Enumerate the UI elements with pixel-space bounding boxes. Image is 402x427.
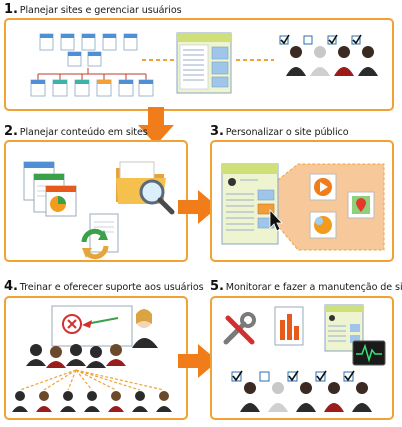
flow-arrow-right-1	[178, 190, 218, 224]
step-3-title: Personalizar o site público	[225, 127, 349, 138]
site-hierarchy-icon	[30, 33, 154, 97]
site-page-icon	[176, 32, 232, 94]
step-4-panel	[4, 296, 188, 420]
step-4-heading: 4.Treinar e oferecer suporte aos usuário…	[4, 279, 204, 294]
step-1-title: Planejar sites e gerenciar usuários	[19, 5, 182, 16]
bar-chart-icon	[274, 306, 304, 346]
dashed-connector	[142, 59, 176, 61]
flow-arrow-down	[138, 107, 174, 145]
user-checkbox-icon	[279, 34, 378, 76]
documents-icon	[23, 161, 77, 217]
step-2-number: 2.	[4, 124, 18, 139]
step-2-title: Planejar conteúdo em sites	[19, 127, 148, 138]
step-5-number: 5.	[210, 279, 224, 294]
folder-search-icon	[116, 161, 175, 215]
step-3-number: 3.	[210, 124, 224, 139]
step-2-panel	[4, 140, 188, 262]
step-1-panel	[4, 18, 394, 111]
step-5-title: Monitorar e fazer a manutenção de sites	[225, 282, 402, 293]
step-3-panel	[210, 140, 394, 262]
audience-icon	[12, 344, 172, 412]
step-4-title: Treinar e oferecer suporte aos usuários	[19, 282, 204, 293]
flow-arrow-right-2	[178, 344, 218, 378]
step-1-heading: 1.Planejar sites e gerenciar usuários	[4, 2, 182, 17]
refresh-document-icon	[81, 213, 119, 260]
step-3-heading: 3.Personalizar o site público	[210, 124, 349, 139]
step-5-panel	[210, 296, 394, 420]
map-pin-icon	[356, 198, 366, 212]
tools-icon	[223, 312, 256, 345]
webpage-cursor-icon	[221, 163, 385, 251]
dashed-connector-2	[236, 59, 274, 61]
trainer-icon	[51, 305, 158, 348]
step-4-number: 4.	[4, 279, 18, 294]
monitor-icon	[352, 340, 386, 366]
user-checkbox-icon-2	[231, 370, 372, 412]
step-2-heading: 2.Planejar conteúdo em sites	[4, 124, 148, 139]
step-1-number: 1.	[4, 2, 18, 17]
step-5-heading: 5.Monitorar e fazer a manutenção de site…	[210, 279, 402, 294]
